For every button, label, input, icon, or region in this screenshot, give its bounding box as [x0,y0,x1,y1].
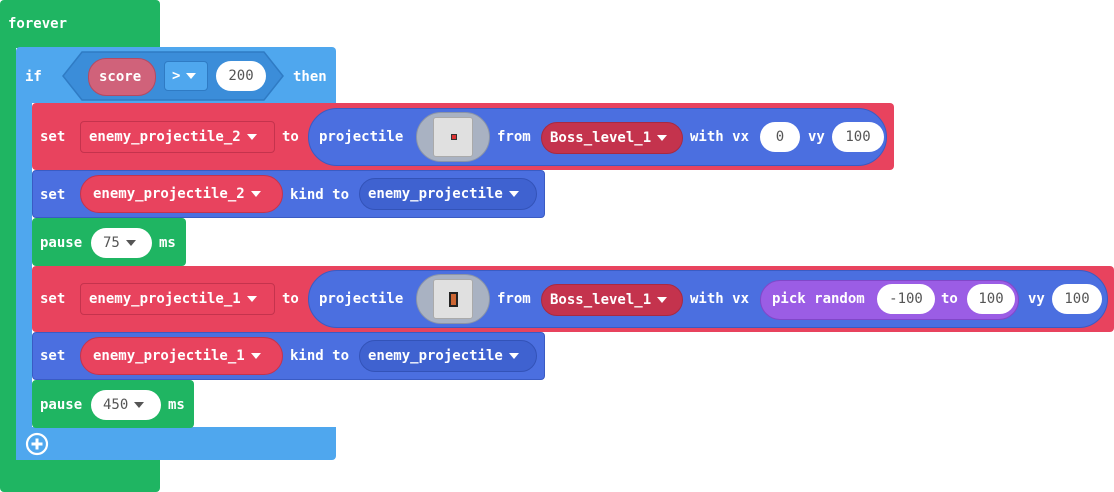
set-label: set [40,348,66,364]
variable-name: enemy_projectile_1 [93,348,245,364]
then-label: then [293,69,327,85]
pause-duration-value: 450 [103,397,129,413]
operator-label: > [172,68,181,84]
source-sprite-name: Boss_level_1 [550,292,652,308]
vy-field[interactable]: 100 [1052,284,1102,314]
caret-down-icon [250,353,261,359]
variable-name: enemy_projectile_1 [89,291,241,307]
caret-down-icon [508,353,519,359]
projectile-label: projectile [319,291,404,307]
forever-block[interactable] [0,0,160,48]
variable-dropdown[interactable]: enemy_projectile_1 [80,283,275,315]
vx-label: with vx [690,291,750,307]
source-sprite-name: Boss_level_1 [550,130,652,146]
threshold-field[interactable]: 200 [216,61,266,91]
caret-down-icon [657,297,668,303]
variable-dropdown[interactable]: enemy_projectile_2 [80,121,275,153]
sprite-variable-reporter[interactable]: enemy_projectile_2 [80,175,283,213]
projectile-label: projectile [319,129,404,145]
caret-down-icon [246,296,257,302]
set-label: set [40,129,66,145]
forever-label: forever [8,16,68,32]
pause-duration-dropdown[interactable]: 75 [91,228,152,258]
caret-down-icon [250,191,261,197]
score-variable-label: score [99,69,142,85]
if-label: if [25,69,42,85]
caret-down-icon [134,402,145,408]
pick-random-label: pick random [772,291,865,307]
random-min-field[interactable]: -100 [877,284,935,314]
source-sprite-dropdown[interactable]: Boss_level_1 [541,284,683,316]
kind-dropdown[interactable]: enemy_projectile [359,340,537,372]
from-label: from [497,291,531,307]
operator-dropdown[interactable]: > [164,61,208,91]
plus-circle-icon[interactable] [25,432,49,456]
ms-label: ms [168,397,185,413]
kind-dropdown[interactable]: enemy_projectile [359,178,537,210]
kind-name: enemy_projectile [368,348,503,364]
random-max-field[interactable]: 100 [967,284,1015,314]
caret-down-icon [125,240,136,246]
vy-label: vy [1028,291,1045,307]
projectile-image-icon [433,279,473,319]
if-block-arm [16,100,32,460]
projectile-image-icon [433,117,473,157]
sprite-variable-reporter[interactable]: enemy_projectile_1 [80,337,283,375]
kind-to-label: kind to [290,348,350,364]
set-label: set [40,187,66,203]
pause-duration-value: 75 [103,235,120,251]
caret-down-icon [246,134,257,140]
from-label: from [497,129,531,145]
if-block-bottom [16,427,336,460]
caret-down-icon [657,135,668,141]
to-label: to [282,291,299,307]
set-label: set [40,291,66,307]
random-to-label: to [941,291,958,307]
forever-block-arm [0,40,16,460]
vy-field[interactable]: 100 [832,122,884,152]
variable-name: enemy_projectile_2 [93,186,245,202]
kind-name: enemy_projectile [368,186,503,202]
pause-label: pause [40,235,83,251]
score-variable[interactable] [88,58,156,96]
caret-down-icon [186,73,197,79]
vy-label: vy [808,129,825,145]
pause-duration-dropdown[interactable]: 450 [91,390,161,420]
caret-down-icon [508,191,519,197]
vx-field[interactable]: 0 [760,122,800,152]
source-sprite-dropdown[interactable]: Boss_level_1 [541,122,683,154]
ms-label: ms [159,235,176,251]
to-label: to [282,129,299,145]
kind-to-label: kind to [290,187,350,203]
variable-name: enemy_projectile_2 [89,129,241,145]
pause-label: pause [40,397,83,413]
vx-label: with vx [690,129,750,145]
